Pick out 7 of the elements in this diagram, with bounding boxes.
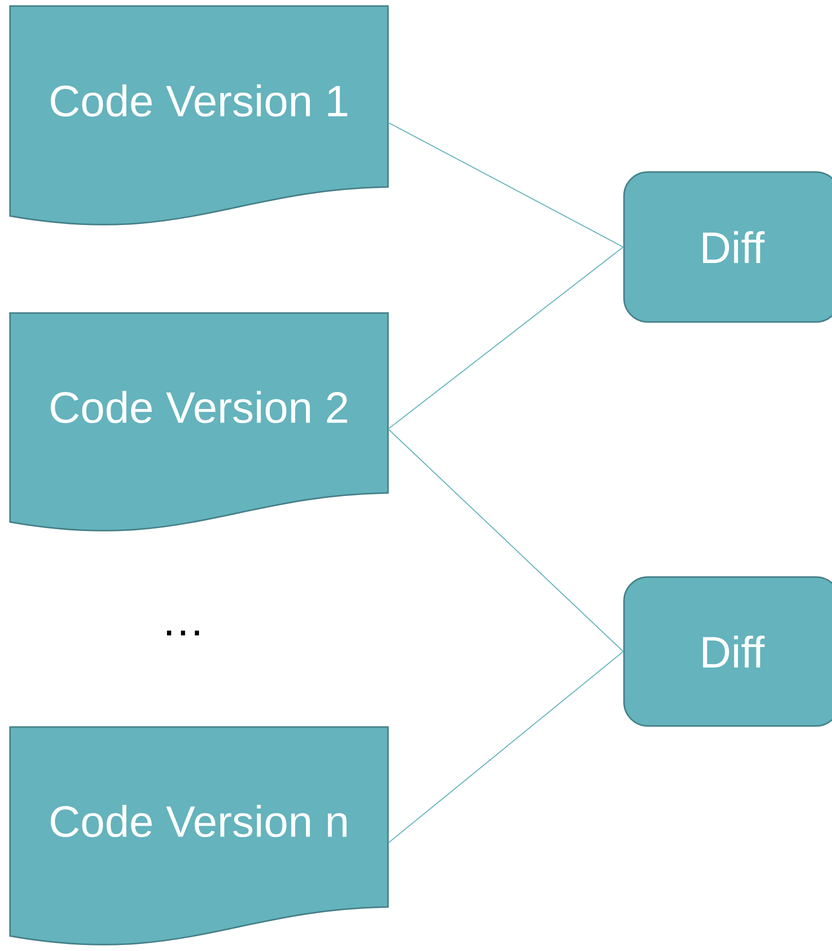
connector-line: [388, 651, 624, 844]
process-box: Diff: [623, 171, 832, 323]
connector-line: [388, 428, 624, 652]
connector-line: [388, 122, 624, 248]
process-box: Diff: [623, 576, 832, 727]
ellipsis-text: …: [166, 630, 200, 636]
connector-line: [388, 246, 624, 430]
